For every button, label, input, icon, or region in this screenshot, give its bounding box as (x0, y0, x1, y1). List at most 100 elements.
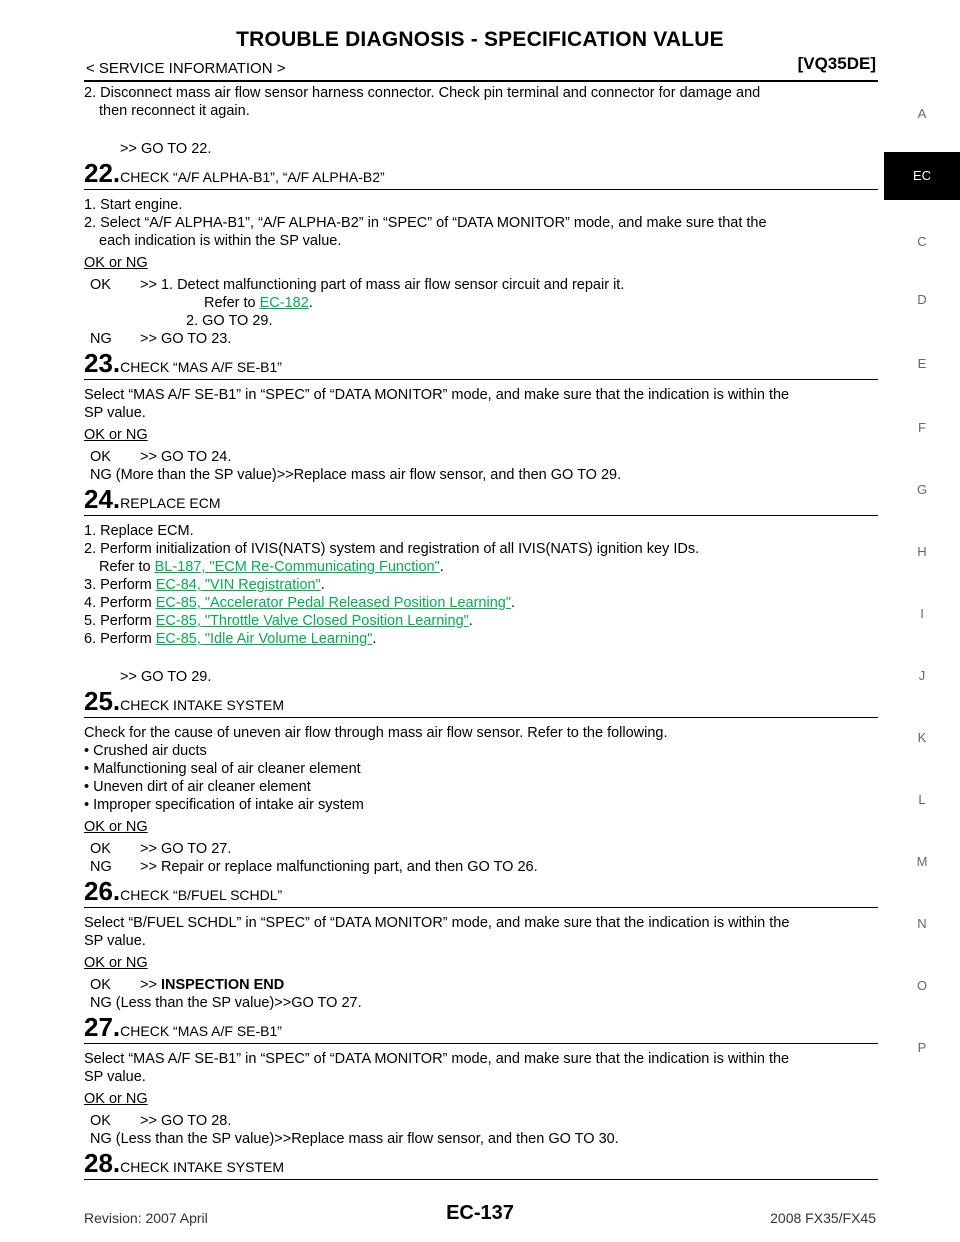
index-tab-g[interactable]: G (916, 482, 928, 497)
link-ec-85-accel[interactable]: EC-85, "Accelerator Pedal Released Posit… (155, 595, 511, 611)
ng-key: NG (90, 331, 112, 347)
step-27-results: OK >> GO TO 28. NG (Less than the SP valu… (84, 1112, 878, 1148)
step-line: Check for the cause of uneven air flow t… (84, 725, 668, 741)
ng-result: NG (Less than the SP value)>>GO TO 27. (90, 995, 362, 1011)
ok-result: >> GO TO 28. (140, 1113, 232, 1129)
index-tab-m[interactable]: M (916, 854, 928, 869)
intro-goto: >> GO TO 22. (120, 141, 212, 157)
section-index-sidebar: A EC C D E F G H I J K L M N O P (884, 0, 960, 1242)
intro-item: 2. Disconnect mass air flow sensor harne… (84, 85, 761, 101)
engine-model: [VQ35DE] (797, 54, 876, 73)
step-line: 2. Select “A/F ALPHA-B1”, “A/F ALPHA-B2”… (84, 215, 767, 231)
step-title: CHECK “A/F ALPHA-B1”, “A/F ALPHA-B2” (120, 169, 385, 185)
ng-key: NG (90, 859, 112, 875)
ng-result: NG (More than the SP value)>>Replace mas… (90, 467, 622, 483)
step-title: CHECK INTAKE SYSTEM (120, 1159, 285, 1175)
ok-result: >> GO TO 24. (140, 449, 232, 465)
step-title: CHECK “MAS A/F SE-B1” (120, 1023, 282, 1039)
index-tab-e[interactable]: E (917, 356, 927, 371)
step-number: 23. (84, 348, 121, 378)
intro-item-cont: then reconnect it again. (99, 103, 250, 119)
step-line: 2. Perform initialization of IVIS(NATS) … (84, 541, 700, 557)
step-line: each indication is within the SP value. (99, 233, 342, 249)
ng-result: >> Repair or replace malfunctioning part… (140, 859, 538, 875)
index-tab-d[interactable]: D (917, 292, 927, 307)
step-24-heading: 24.REPLACE ECM (84, 486, 878, 516)
step-line: 5. Perform (84, 613, 152, 629)
step-26-heading: 26.CHECK “B/FUEL SCHDL” (84, 878, 878, 908)
step-line: Select “MAS A/F SE-B1” in “SPEC” of “DAT… (84, 1051, 790, 1067)
step-24-goto: >> GO TO 29. (120, 669, 212, 685)
header-rule (84, 80, 878, 82)
step-23-heading: 23.CHECK “MAS A/F SE-B1” (84, 350, 878, 380)
index-tab-n[interactable]: N (917, 916, 927, 931)
step-line: SP value. (84, 1069, 146, 1085)
step-28-heading: 28.CHECK INTAKE SYSTEM (84, 1150, 878, 1180)
step-22-results: OK >> 1. Detect malfunctioning part of ma… (84, 276, 878, 348)
inspection-end: INSPECTION END (160, 977, 285, 993)
section-label: < SERVICE INFORMATION > (86, 60, 286, 77)
link-ec-84-vin[interactable]: EC-84, "VIN Registration" (155, 577, 321, 593)
step-line: Select “MAS A/F SE-B1” in “SPEC” of “DAT… (84, 387, 790, 403)
ok-result: >> 1. Detect malfunctioning part of mass… (140, 277, 625, 293)
step-25-heading: 25.CHECK INTAKE SYSTEM (84, 688, 878, 718)
step-line: Select “B/FUEL SCHDL” in “SPEC” of “DATA… (84, 915, 790, 931)
index-tab-c[interactable]: C (917, 234, 927, 249)
ng-result: NG (Less than the SP value)>>Replace mas… (90, 1131, 619, 1147)
link-ec-182[interactable]: EC-182 (259, 295, 309, 311)
bullet-item: • Improper specification of intake air s… (84, 797, 364, 813)
ok-key: OK (90, 841, 111, 857)
index-tab-o[interactable]: O (916, 978, 928, 993)
index-tab-k[interactable]: K (917, 730, 927, 745)
ok-key: OK (90, 1113, 111, 1129)
ok-or-ng-label: OK or NG (84, 819, 148, 835)
index-tab-j[interactable]: J (918, 668, 926, 683)
step-title: CHECK “MAS A/F SE-B1” (120, 359, 282, 375)
ok-or-ng-label: OK or NG (84, 1091, 148, 1107)
step-25-results: OK>> GO TO 27. NG>> Repair or replace ma… (84, 840, 878, 876)
footer-revision: Revision: 2007 April (84, 1210, 208, 1226)
index-tab-l[interactable]: L (918, 792, 926, 807)
step-line: 1. Start engine. (84, 197, 183, 213)
ok-key: OK (90, 977, 111, 993)
step-title: CHECK INTAKE SYSTEM (120, 697, 285, 713)
index-tab-ec[interactable]: EC (884, 152, 960, 200)
refer-text: Refer to (99, 559, 151, 575)
link-ec-85-idle[interactable]: EC-85, "Idle Air Volume Learning" (155, 631, 373, 647)
document-body: 2. Disconnect mass air flow sensor harne… (84, 84, 878, 1186)
index-tab-h[interactable]: H (917, 544, 927, 559)
step-line: SP value. (84, 933, 146, 949)
step-27-heading: 27.CHECK “MAS A/F SE-B1” (84, 1014, 878, 1044)
bullet-item: • Uneven dirt of air cleaner element (84, 779, 311, 795)
step-line: 6. Perform (84, 631, 152, 647)
footer-model: 2008 FX35/FX45 (770, 1210, 876, 1226)
link-bl-187[interactable]: BL-187, "ECM Re-Communicating Function" (154, 559, 440, 575)
step-number: 27. (84, 1012, 121, 1042)
ok-key: OK (90, 449, 111, 465)
link-ec-85-throttle[interactable]: EC-85, "Throttle Valve Closed Position L… (155, 613, 469, 629)
step-number: 22. (84, 158, 121, 188)
ok-or-ng-label: OK or NG (84, 255, 148, 271)
ng-result: >> GO TO 23. (140, 331, 232, 347)
ok-prefix: >> (140, 977, 157, 993)
step-number: 26. (84, 876, 121, 906)
page-number: EC-137 (446, 1202, 514, 1224)
ok-or-ng-label: OK or NG (84, 955, 148, 971)
index-tab-i[interactable]: I (920, 606, 924, 621)
step-23-results: OK >> GO TO 24. NG (More than the SP valu… (84, 448, 878, 484)
index-tab-f[interactable]: F (918, 420, 926, 435)
step-number: 25. (84, 686, 121, 716)
refer-text: Refer to (204, 295, 256, 311)
bullet-item: • Malfunctioning seal of air cleaner ele… (84, 761, 361, 777)
step-line: 1. Replace ECM. (84, 523, 194, 539)
ok-key: OK (90, 277, 111, 293)
step-line: 3. Perform (84, 577, 152, 593)
step-26-results: OK >> INSPECTION END NG (Less than the SP… (84, 976, 878, 1012)
index-tab-a[interactable]: A (917, 106, 927, 121)
step-number: 28. (84, 1148, 121, 1178)
index-tab-p[interactable]: P (917, 1040, 927, 1055)
step-line: 4. Perform (84, 595, 152, 611)
ok-or-ng-label: OK or NG (84, 427, 148, 443)
bullet-item: • Crushed air ducts (84, 743, 207, 759)
step-line: SP value. (84, 405, 146, 421)
